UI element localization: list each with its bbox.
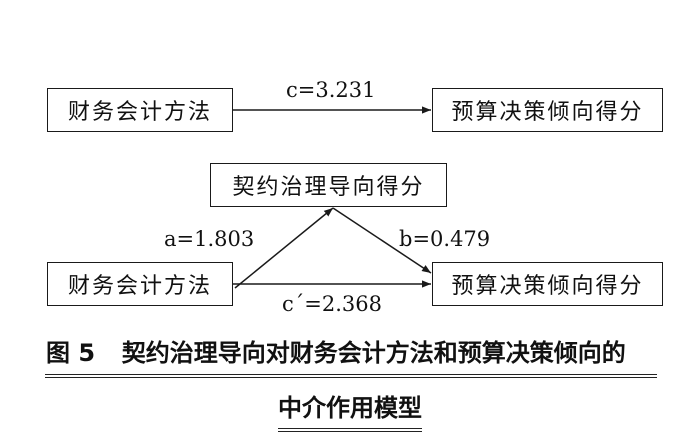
caption-underline-2 — [278, 428, 422, 432]
node-x-bottom: 财务会计方法 — [47, 262, 233, 306]
node-x-bottom-label: 财务会计方法 — [67, 274, 212, 299]
figure-title-line2: 中介作用模型 — [278, 394, 422, 422]
node-x-top-label: 财务会计方法 — [67, 100, 212, 125]
node-mediator: 契约治理导向得分 — [210, 163, 447, 207]
figure-title-line1: 契约治理导向对财务会计方法和预算决策倾向的 — [121, 339, 626, 367]
figure-number: 图 5 — [46, 339, 96, 367]
arrow-b-path — [332, 207, 432, 274]
edge-label-c-prime: c´=2.368 — [282, 292, 382, 316]
figure-caption-line1: 图 5 契约治理导向对财务会计方法和预算决策倾向的 — [46, 338, 656, 368]
edge-label-a: a=1.803 — [164, 227, 255, 251]
figure-caption-line2: 中介作用模型 — [0, 393, 700, 423]
node-y-bottom: 预算决策倾向得分 — [432, 262, 663, 306]
edge-label-c: c=3.231 — [286, 78, 376, 102]
edge-label-b: b=0.479 — [399, 227, 491, 251]
node-x-top: 财务会计方法 — [47, 88, 233, 132]
caption-underline-1 — [45, 374, 657, 378]
arrow-a-path — [234, 207, 334, 289]
node-y-top-label: 预算决策倾向得分 — [451, 100, 644, 125]
node-y-bottom-label: 预算决策倾向得分 — [451, 274, 644, 299]
node-mediator-label: 契约治理导向得分 — [232, 175, 425, 200]
node-y-top: 预算决策倾向得分 — [432, 88, 663, 132]
